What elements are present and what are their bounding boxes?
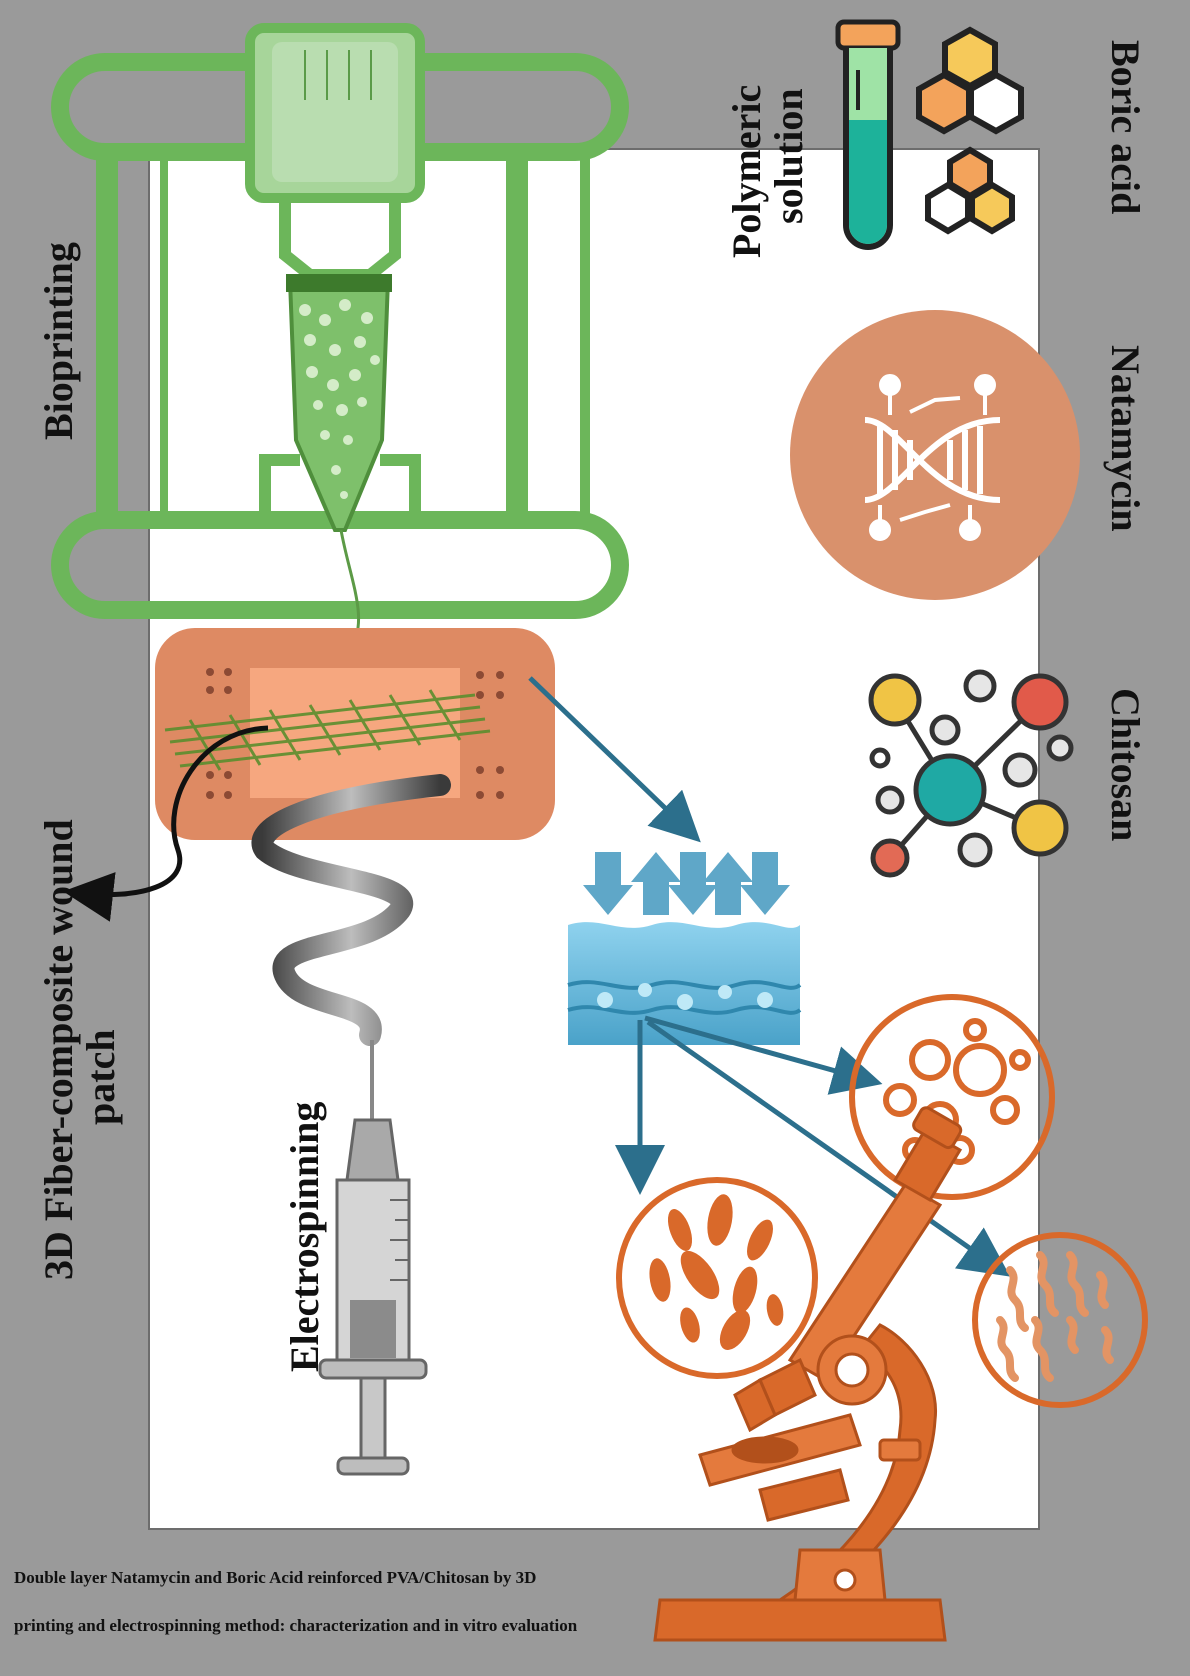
petri-circle-icon xyxy=(972,1232,1148,1408)
patch-pointer-arrow xyxy=(63,725,269,922)
patch-label: 3D Fiber-composite wound patch xyxy=(36,819,123,1280)
bioprinter-icon xyxy=(51,23,629,721)
flow-arrows xyxy=(528,676,1011,1277)
hexagon-molecule-icon xyxy=(916,26,1024,235)
polymeric-label-line2: solution xyxy=(766,88,811,224)
bioprinting-label: Bioprinting xyxy=(36,242,81,440)
boric-acid-label: Boric acid xyxy=(1103,40,1148,215)
wound-patch-icon xyxy=(155,628,555,840)
microscope-icon xyxy=(653,1106,963,1642)
polymeric-solution-label: Polymeric solution xyxy=(724,84,811,258)
electrospinning-label: Electrospinning xyxy=(282,1101,327,1372)
natamycin-label: Natamycin xyxy=(1103,345,1148,532)
chitosan-label: Chitosan xyxy=(1103,688,1148,842)
caption-line2: printing and electrospinning method: cha… xyxy=(14,1616,578,1635)
test-tube-icon xyxy=(835,19,901,250)
figure-caption: Double layer Natamycin and Boric Acid re… xyxy=(14,1568,774,1664)
caption-line1: Double layer Natamycin and Boric Acid re… xyxy=(14,1568,537,1587)
patch-label-line1: 3D Fiber-composite wound xyxy=(36,819,81,1280)
patch-label-line2: patch xyxy=(78,1029,123,1125)
petri-circle-icon xyxy=(616,1177,818,1379)
electrospinning-syringe-icon xyxy=(251,774,451,1476)
molecule-network-icon xyxy=(868,669,1074,878)
polymeric-label-line1: Polymeric xyxy=(724,84,769,258)
water-absorption-icon xyxy=(567,852,802,1045)
dna-icon xyxy=(790,310,1080,600)
petri-circle-icon xyxy=(849,994,1055,1200)
